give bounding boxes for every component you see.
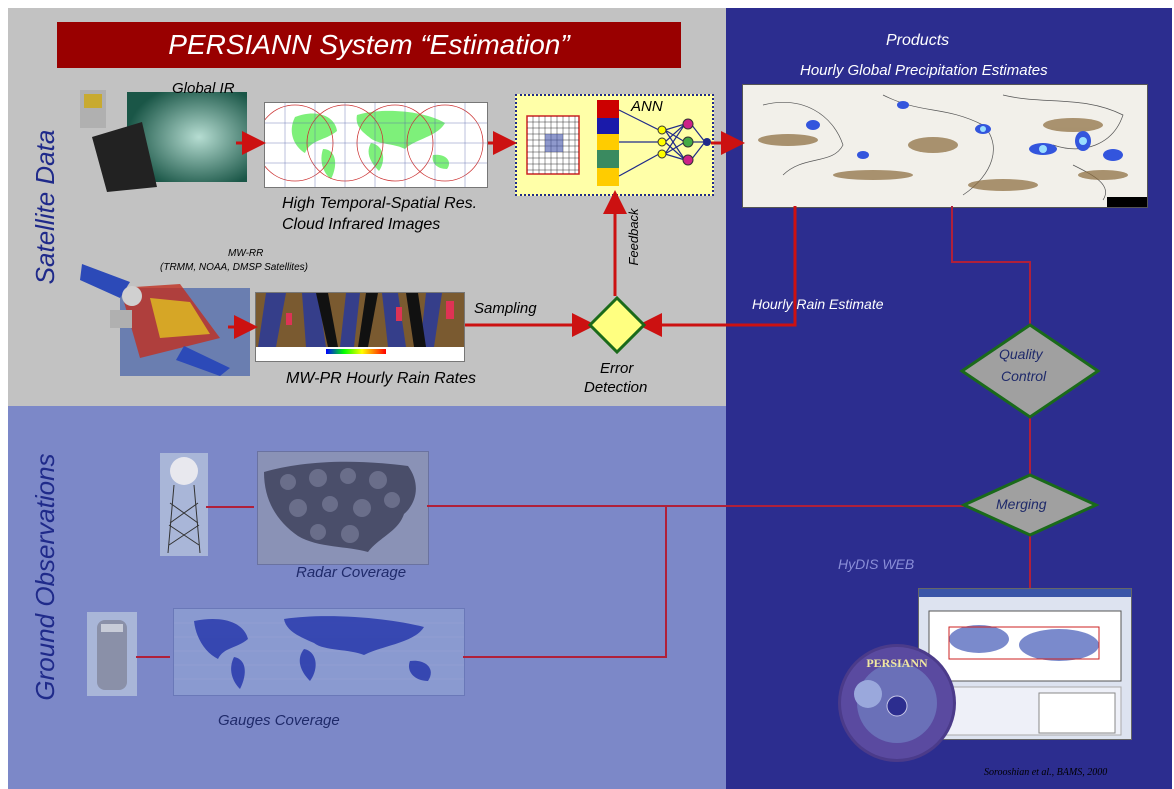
diagram-title: PERSIANN System “Estimation” [57, 22, 681, 68]
global-precipitation-map [742, 84, 1148, 208]
error-label-1: Error [600, 360, 634, 377]
quality-label-2: Control [1001, 368, 1047, 384]
mw-pr-label: MW-PR Hourly Rain Rates [286, 370, 476, 387]
hydis-web-screenshot [918, 588, 1132, 740]
mw-rr-label: MW-RR [228, 248, 264, 259]
error-label-2: Detection [584, 379, 648, 396]
ann-box: ANN [515, 94, 714, 196]
rain-gauge-image [87, 612, 137, 696]
cloud-ir-label-2: Cloud Infrared Images [282, 216, 441, 233]
radar-tower-image [160, 453, 208, 556]
mw-pr-rain-rates-image [255, 292, 465, 362]
global-ir-label: Global IR [172, 80, 235, 97]
hourly-global-label: Hourly Global Precipitation Estimates [800, 62, 1048, 79]
mw-rr-satellites-label: (TRMM, NOAA, DMSP Satellites) [160, 262, 308, 273]
mw-satellite-image [80, 258, 250, 376]
feedback-label: Feedback [626, 208, 641, 266]
citation-text: Sorooshian et al., BAMS, 2000 [984, 767, 1108, 778]
merging-diamond [960, 473, 1100, 537]
quality-control-diamond [959, 323, 1101, 419]
cloud-ir-label-1: High Temporal-Spatial Res. [282, 195, 478, 212]
persiann-cd-image: PERSIANN [838, 644, 956, 762]
ann-label: ANN [631, 98, 663, 115]
hydis-web-label: HyDIS WEB [838, 556, 915, 572]
geostationary-satellite-image [72, 82, 252, 192]
products-heading: Products [886, 32, 950, 49]
sampling-label: Sampling [474, 300, 537, 317]
cd-label: PERSIANN [866, 656, 928, 670]
cloud-infrared-world-map [264, 102, 488, 188]
hourly-rain-label: Hourly Rain Estimate [752, 296, 884, 312]
merging-label: Merging [996, 496, 1047, 512]
gauges-coverage-map [173, 608, 465, 696]
quality-label-1: Quality [999, 346, 1043, 362]
radar-coverage-map [257, 451, 429, 565]
gauges-coverage-label: Gauges Coverage [218, 712, 340, 729]
radar-coverage-label: Radar Coverage [296, 564, 407, 581]
error-detection-diamond [587, 295, 647, 355]
